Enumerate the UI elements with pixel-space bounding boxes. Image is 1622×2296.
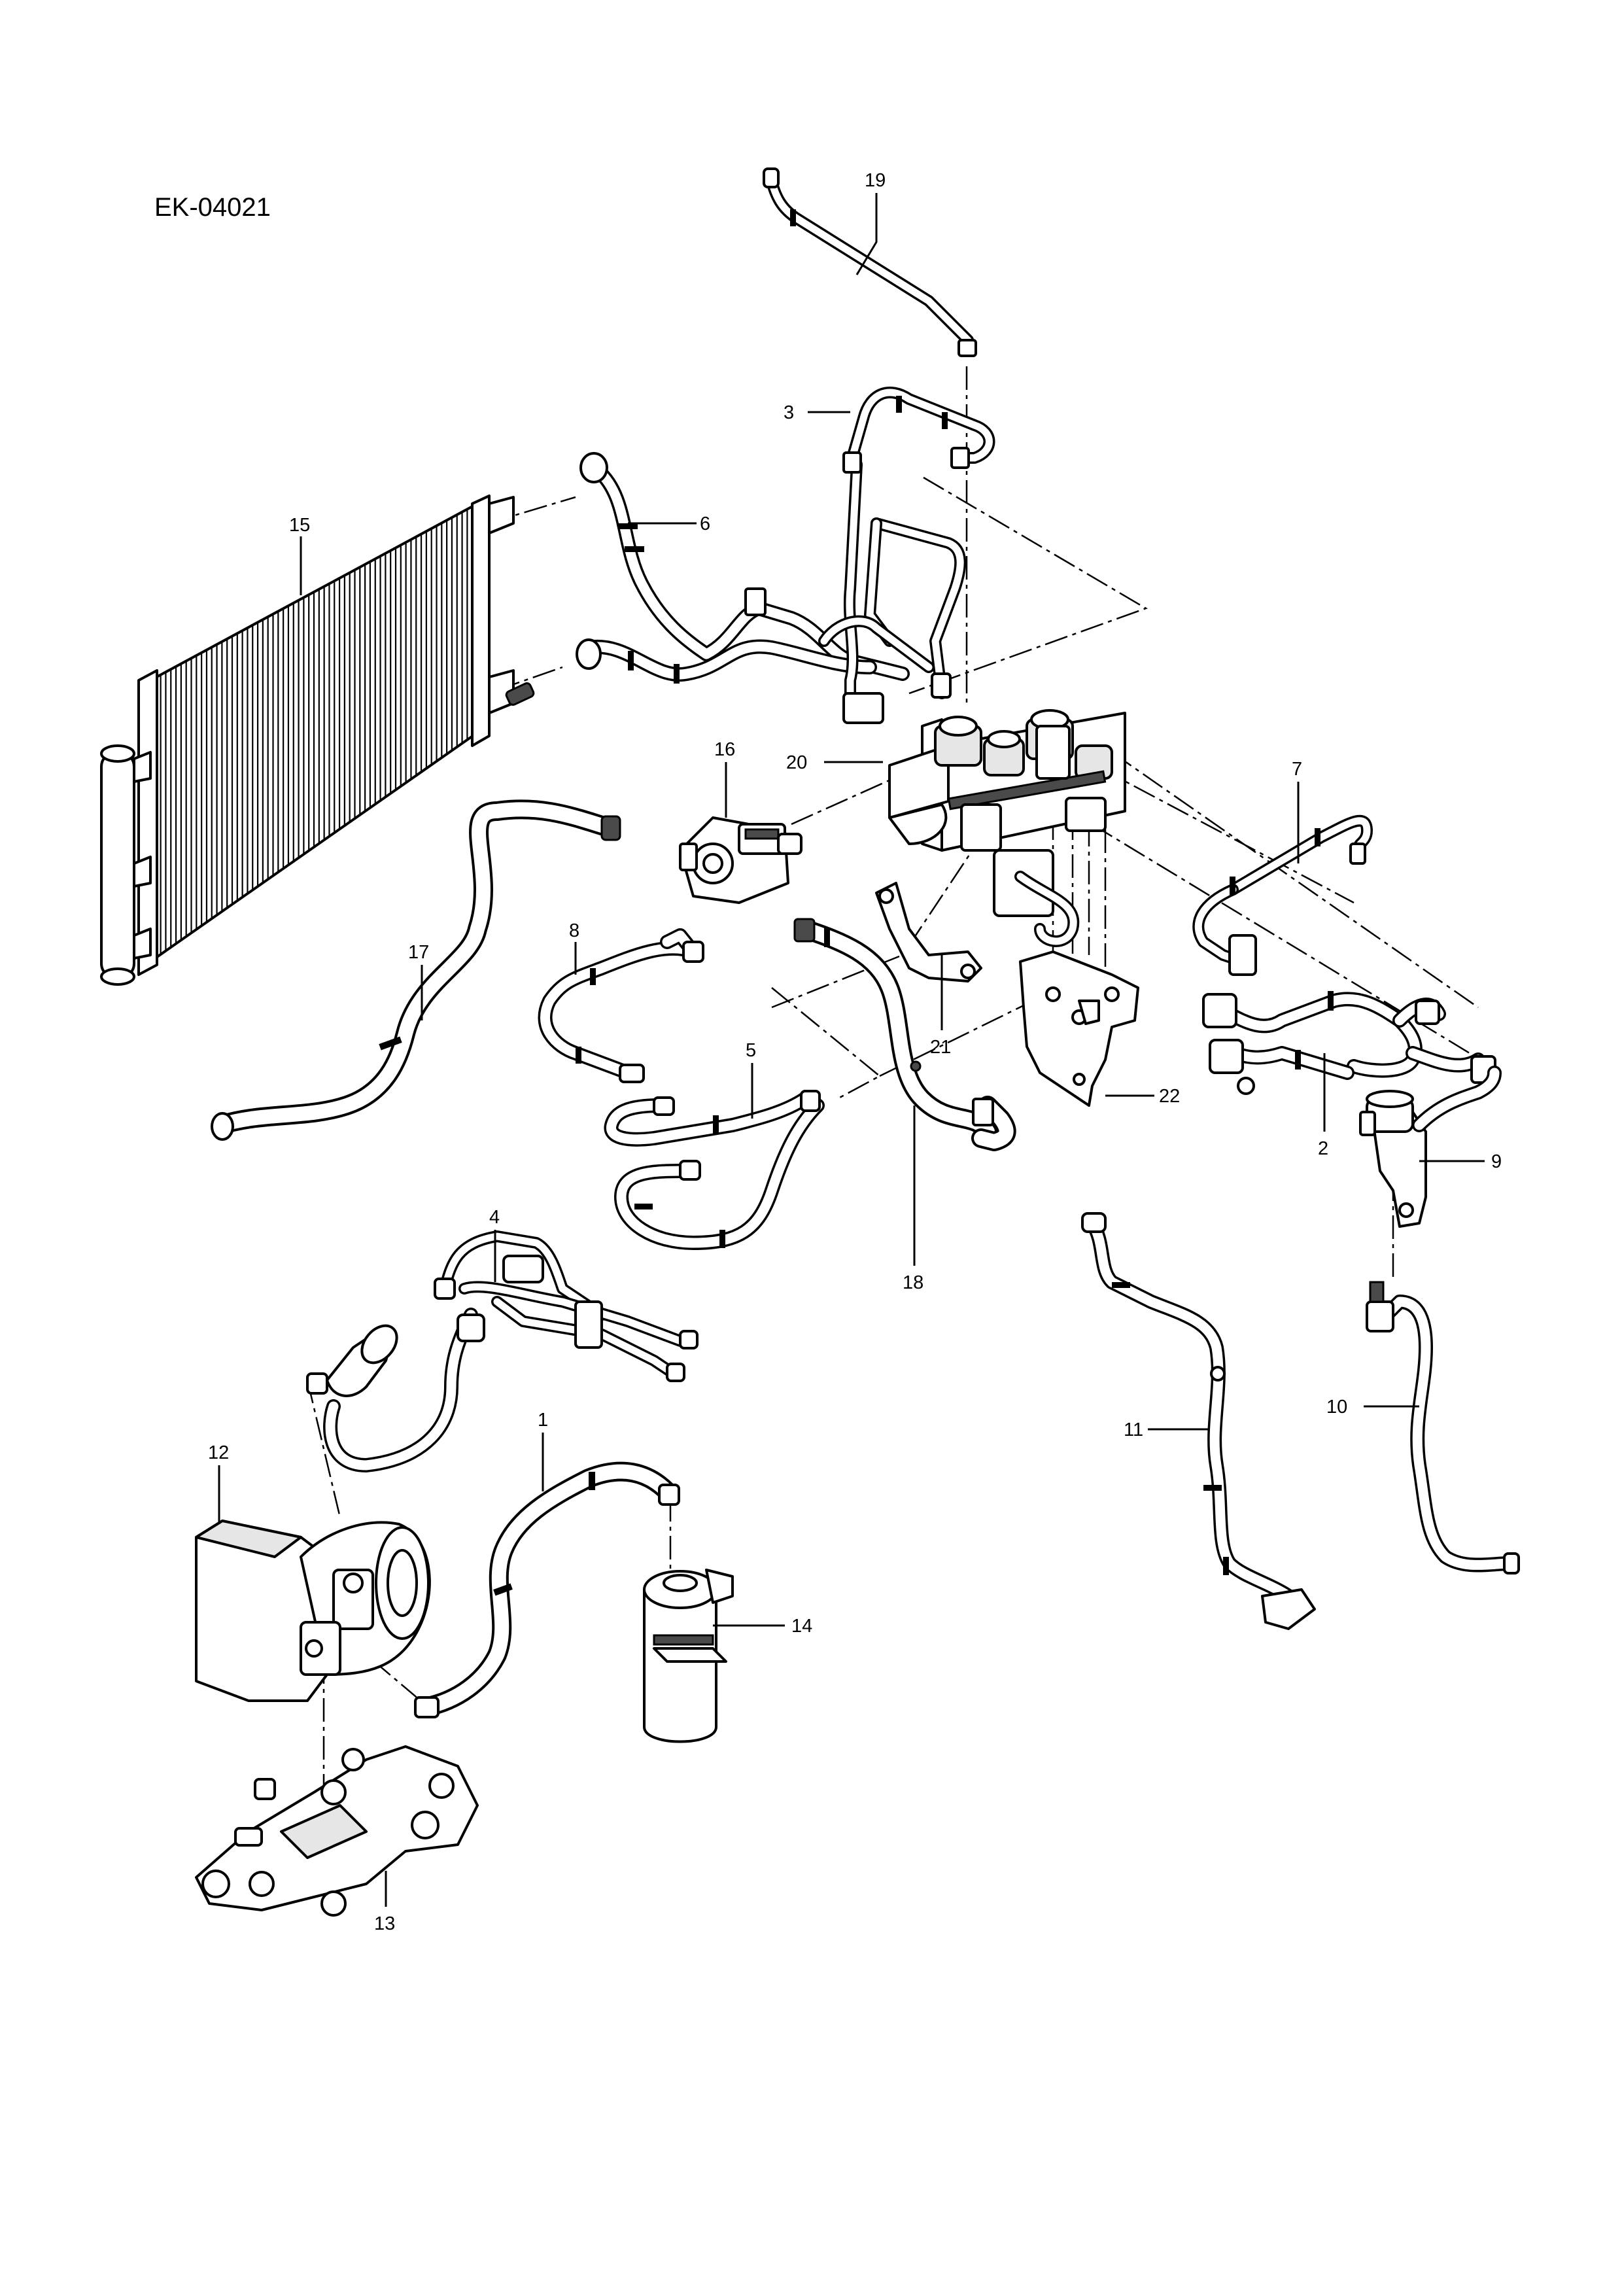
diagram-code: EK-04021 bbox=[154, 193, 271, 222]
pipe-part-7 bbox=[1192, 814, 1373, 976]
callout-17: 17 bbox=[408, 942, 429, 963]
callout-labels: 19 3 15 6 16 20 7 17 8 21 5 22 2 9 18 4 … bbox=[208, 170, 1502, 1934]
bracket-part-22 bbox=[1019, 950, 1139, 1107]
valve-part-9 bbox=[1359, 1066, 1502, 1228]
hvac-module-part-20 bbox=[888, 709, 1126, 947]
callout-3: 3 bbox=[784, 402, 794, 423]
hose-part-17 bbox=[211, 799, 621, 1141]
callout-7: 7 bbox=[1292, 759, 1302, 780]
callout-13: 13 bbox=[374, 1913, 395, 1934]
receiver-drier-part-14 bbox=[643, 1569, 734, 1743]
callout-12: 12 bbox=[208, 1442, 229, 1463]
callout-8: 8 bbox=[569, 920, 579, 941]
pipe-part-6 bbox=[576, 452, 910, 684]
callout-15: 15 bbox=[289, 515, 310, 536]
pipe-part-19 bbox=[763, 167, 977, 357]
callout-4: 4 bbox=[489, 1207, 500, 1228]
pipe-part-1 bbox=[414, 1461, 680, 1718]
hose-part-18 bbox=[793, 918, 1016, 1151]
condenser-part-15 bbox=[100, 495, 535, 986]
pipe-part-4 bbox=[306, 1230, 699, 1472]
pipe-part-11 bbox=[1081, 1212, 1316, 1630]
callout-5: 5 bbox=[746, 1040, 756, 1061]
callout-9: 9 bbox=[1491, 1151, 1502, 1172]
hose-part-10 bbox=[1366, 1281, 1520, 1574]
callout-20: 20 bbox=[786, 752, 807, 773]
callout-21: 21 bbox=[930, 1037, 951, 1058]
pipe-part-8 bbox=[538, 928, 704, 1083]
callout-1: 1 bbox=[538, 1410, 548, 1431]
callout-18: 18 bbox=[903, 1272, 923, 1293]
callout-11: 11 bbox=[1124, 1419, 1143, 1440]
callout-22: 22 bbox=[1159, 1086, 1180, 1107]
callout-16: 16 bbox=[714, 739, 735, 760]
callout-19: 19 bbox=[865, 170, 886, 191]
callout-2: 2 bbox=[1318, 1138, 1328, 1159]
pipe-part-5 bbox=[604, 1090, 825, 1250]
valve-part-16 bbox=[679, 816, 802, 904]
callout-10: 10 bbox=[1326, 1397, 1347, 1418]
leader-lines bbox=[218, 193, 1485, 1907]
compressor-part-12 bbox=[195, 1520, 431, 1702]
pipe-part-2 bbox=[1202, 991, 1498, 1095]
pipe-part-3 bbox=[818, 387, 995, 724]
bracket-part-21 bbox=[875, 882, 982, 983]
callout-14: 14 bbox=[791, 1616, 812, 1637]
callout-6: 6 bbox=[700, 513, 710, 534]
mounting-bracket-part-13 bbox=[195, 1745, 479, 1917]
